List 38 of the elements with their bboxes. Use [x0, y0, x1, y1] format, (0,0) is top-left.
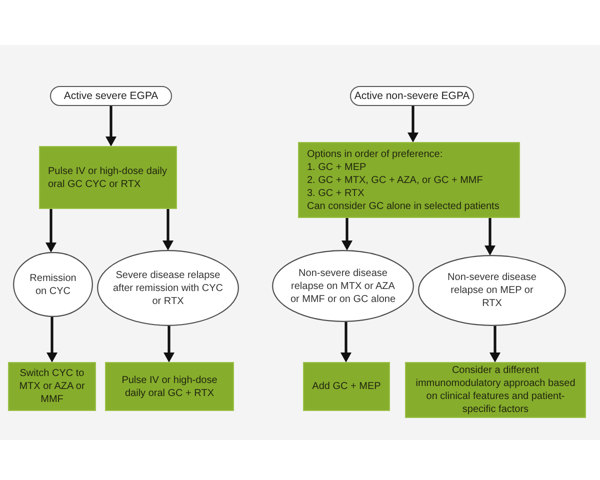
treatment-box — [105, 362, 234, 411]
arrow — [46, 209, 56, 253]
arrow — [340, 322, 352, 362]
arrow — [162, 209, 174, 250]
terminal-text: Active severe EGPA — [64, 90, 158, 102]
treatment-text: Options in order of preference: — [307, 148, 443, 160]
condition-ellipse — [272, 250, 414, 322]
treatment-text: 3. GC + RTX — [307, 186, 364, 200]
condition-text: Non-severe disease relapse on MEP or RTX — [446, 271, 538, 310]
condition-ellipse — [418, 255, 566, 326]
treatment-box — [39, 146, 177, 209]
treatment-box — [8, 362, 96, 411]
terminal-text: Active non-severe EGPA — [354, 90, 470, 102]
arrow — [490, 326, 500, 362]
treatment-box — [405, 362, 586, 418]
treatment-text: Pulse IV or high-dose daily oral GC + RTX — [120, 374, 218, 400]
arrow — [164, 326, 174, 362]
treatment-text: Pulse IV or high-dose daily oral GC CYC or RTX — [48, 164, 168, 190]
condition-ellipse — [13, 252, 93, 317]
treatment-box — [298, 142, 520, 218]
treatment-text: Add GC + MEP — [312, 380, 381, 393]
condition-text: Severe disease relapse after remission with CYC or RTX — [112, 268, 224, 308]
start-terminal — [50, 86, 172, 106]
treatment-text: Switch CYC to MTX or AZA or MMF — [18, 367, 86, 406]
arrow — [106, 106, 116, 146]
treatment-text: 1. GC + MEP — [307, 160, 366, 174]
treatment-text: Consider a different immunomodulatory approach based on clinical features and patient-specific factors — [414, 364, 576, 416]
treatment-box — [303, 362, 390, 411]
condition-ellipse — [97, 250, 239, 326]
condition-text: Non-severe disease relapse on MTX or AZA or MMF or on GC alone — [289, 266, 397, 306]
arrow — [408, 106, 418, 142]
start-terminal — [350, 86, 474, 106]
treatment-text: 2. GC + MTX, GC + AZA, or GC + MMF — [307, 174, 483, 186]
arrow — [342, 218, 352, 251]
arrow — [484, 218, 496, 256]
arrow — [46, 317, 58, 362]
condition-text: Remission on CYC — [28, 272, 78, 298]
treatment-text: Can consider GC alone in selected patients — [307, 200, 500, 212]
